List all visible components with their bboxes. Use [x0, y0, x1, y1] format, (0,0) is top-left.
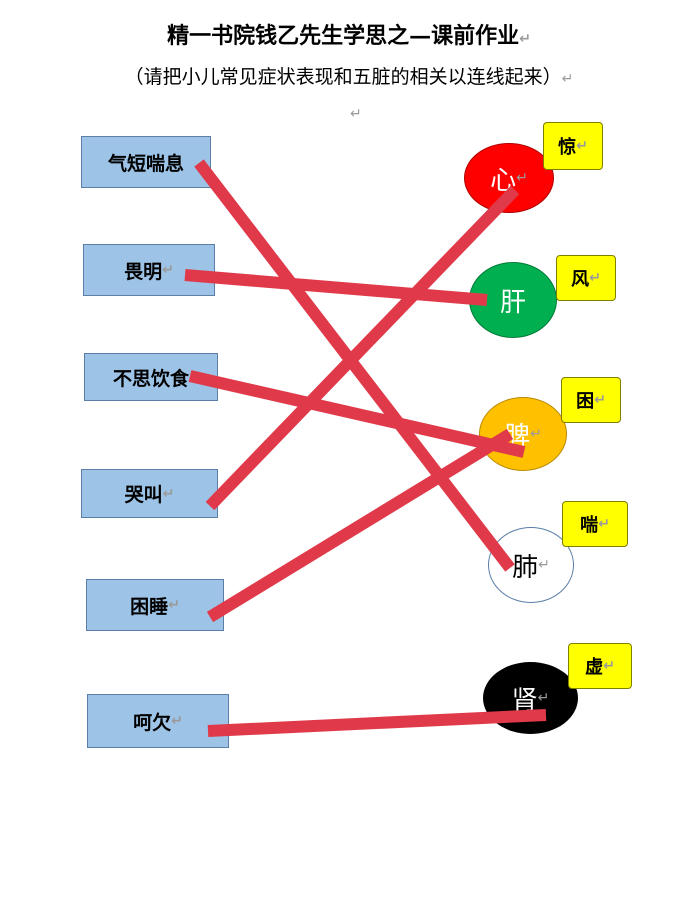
symptom-box-qi-duan[interactable]: 气短喘息: [81, 136, 211, 188]
organ-circle-heart[interactable]: 心↵: [464, 143, 554, 213]
symptom-box-ku-jiao[interactable]: 哭叫↵: [81, 469, 218, 518]
tag-jing: 惊↵: [543, 122, 603, 170]
paragraph-mark: ↵: [350, 106, 362, 122]
organ-circle-liver[interactable]: 肝: [469, 262, 557, 338]
connection-line-ku-jiao-to-heart: [205, 185, 520, 511]
tag-feng: 风↵: [556, 255, 616, 301]
connection-line-kun-shui-to-spleen: [206, 428, 514, 623]
organ-circle-spleen[interactable]: 脾↵: [479, 397, 567, 471]
symptom-box-bu-si-yin-shi[interactable]: 不思饮食: [84, 353, 218, 401]
page-subtitle: （请把小儿常见症状表现和五脏的相关以连线起来）↵: [124, 66, 574, 88]
symptom-box-wei-ming[interactable]: 畏明↵: [83, 244, 215, 296]
connection-line-bu-si-to-spleen: [188, 370, 526, 458]
tag-kun: 困↵: [561, 377, 621, 423]
connection-line-wei-ming-to-liver: [184, 269, 488, 306]
tag-xu: 虚↵: [568, 643, 632, 689]
page-title: 精一书院钱乙先生学思之—课前作业↵: [167, 23, 531, 49]
connection-line-qi-duan-to-lung: [194, 159, 515, 572]
symptom-box-kun-shui[interactable]: 困睡↵: [86, 579, 224, 631]
tag-chuan: 喘↵: [562, 501, 628, 547]
organ-circle-kidney[interactable]: 肾↵: [483, 662, 578, 734]
symptom-box-he-qian[interactable]: 呵欠↵: [87, 694, 229, 748]
